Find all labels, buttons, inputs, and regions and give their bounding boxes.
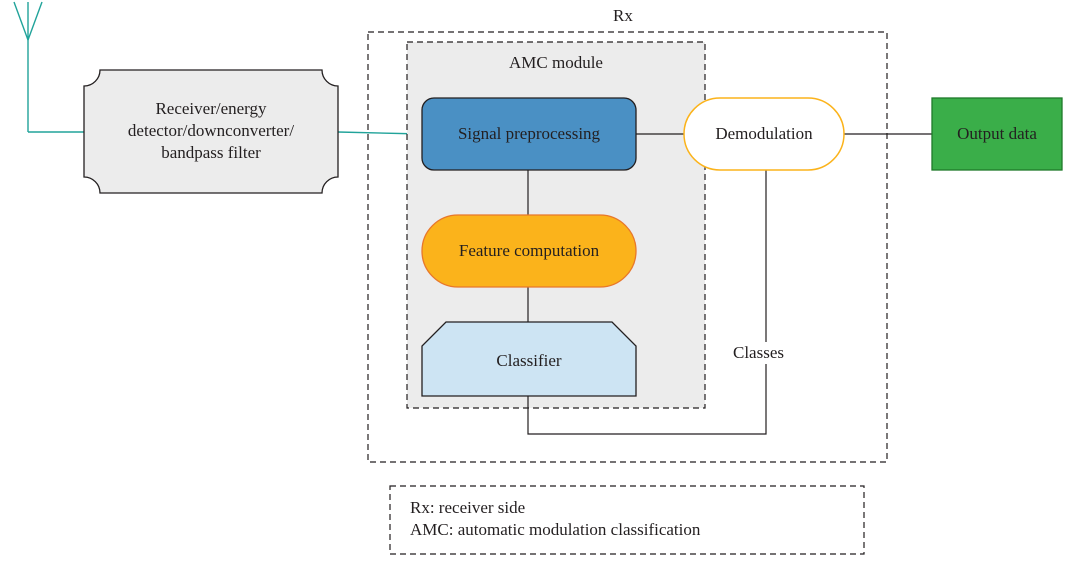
classifier-block bbox=[421, 321, 637, 397]
feature-computation-block bbox=[421, 214, 637, 288]
receiver-label-line-2: detector/downconverter/ bbox=[127, 121, 295, 140]
legend-line-rx: Rx: receiver side bbox=[410, 498, 526, 517]
demodulation-label: Demodulation bbox=[715, 124, 813, 143]
signal-preprocessing-block bbox=[421, 97, 637, 171]
signal-preprocessing-label: Signal preprocessing bbox=[457, 124, 601, 143]
legend-text: Rx: receiver side AMC: automatic modulat… bbox=[410, 497, 700, 541]
receiver-label-line-1: Receiver/energy bbox=[155, 99, 267, 118]
feature-computation-label: Feature computation bbox=[458, 241, 600, 260]
rx-box bbox=[367, 31, 888, 463]
receiver-label: Receiver/energy detector/downconverter/ … bbox=[84, 98, 338, 164]
receiver-block bbox=[83, 69, 339, 194]
classes-label: Classes bbox=[731, 342, 786, 364]
demodulation-block bbox=[683, 97, 845, 171]
output-data-label: Output data bbox=[957, 124, 1037, 143]
receiver-label-line-3: bandpass filter bbox=[161, 143, 261, 162]
antenna-icon bbox=[13, 1, 43, 132]
classes-feedback-line bbox=[527, 170, 767, 435]
legend-box bbox=[389, 485, 865, 555]
legend-line-amc: AMC: automatic modulation classification bbox=[410, 520, 701, 539]
output-data-block bbox=[931, 97, 1063, 171]
classifier-label: Classifier bbox=[496, 351, 562, 370]
rx-title: Rx bbox=[613, 6, 633, 25]
amc-module-title: AMC module bbox=[509, 53, 603, 72]
